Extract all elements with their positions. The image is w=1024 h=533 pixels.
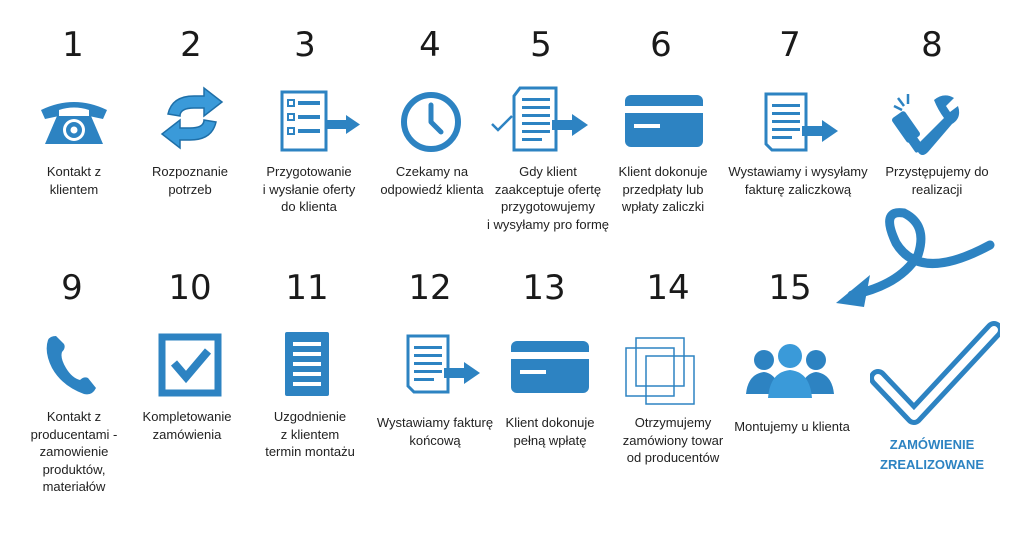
step-11-number: 11: [285, 268, 329, 308]
step-13-number: 13: [522, 268, 566, 308]
invoice-arrow-icon: [764, 92, 838, 152]
step-15-label: Montujemy u klienta: [734, 419, 850, 434]
stacked-squares-icon: [625, 337, 695, 405]
checkbox-icon: [158, 333, 222, 397]
document-icon: [285, 332, 329, 396]
credit-card-icon: [511, 341, 589, 393]
step-5-number: 5: [530, 25, 552, 65]
step-1-number: 1: [62, 25, 84, 65]
phone-icon: [41, 102, 107, 144]
handset-icon: [46, 336, 96, 395]
step-14-number: 14: [646, 268, 690, 308]
step-8-number: 8: [921, 25, 943, 65]
step-12-number: 12: [408, 268, 452, 308]
step-6-number: 6: [650, 25, 672, 65]
clock-icon: [401, 92, 461, 152]
curved-arrow-icon: [836, 208, 995, 307]
step-9-number: 9: [61, 268, 83, 308]
people-group-icon: [746, 344, 834, 398]
big-checkmark-icon: [870, 321, 1000, 425]
invoice-arrow-icon: [406, 334, 480, 394]
step-15-number: 15: [768, 268, 812, 308]
step-2-number: 2: [180, 25, 202, 65]
tools-icon: [892, 94, 960, 155]
refresh-arrows-icon: [160, 86, 224, 150]
step-7-number: 7: [779, 25, 801, 65]
step-4-number: 4: [419, 25, 441, 65]
step-10-number: 10: [168, 268, 212, 308]
credit-card-icon: [625, 95, 703, 147]
document-check-arrow-icon: [491, 86, 588, 152]
checklist-arrow-icon: [280, 90, 360, 152]
step-3-number: 3: [294, 25, 316, 65]
